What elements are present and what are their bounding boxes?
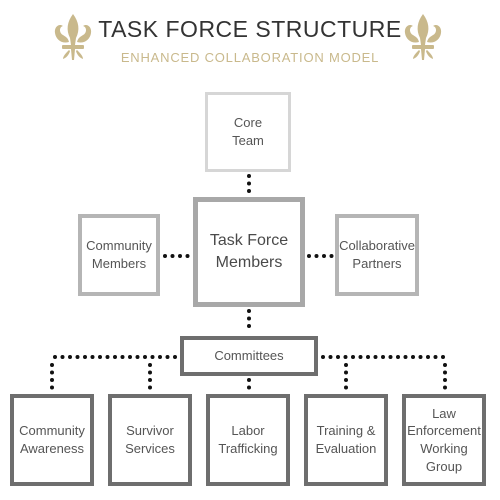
node-survivor-services: Survivor Services	[108, 394, 192, 486]
node-label-line: Members	[91, 256, 147, 271]
node-community-members: Community Members	[78, 214, 160, 296]
node-label-line: Enforcement	[407, 423, 481, 439]
node-label-line: Services	[125, 441, 175, 456]
fleur-de-lis-icon	[54, 14, 92, 60]
node-label-line: Task Force	[209, 232, 289, 250]
node-label-line: Core	[233, 115, 263, 131]
node-community-awareness: Community Awareness	[10, 394, 94, 486]
node-law-enforcement-working-group: Law Enforcement Working Group	[402, 394, 486, 486]
node-collaborative-partners: Collaborative Partners	[335, 214, 419, 296]
node-label-line: Community	[86, 238, 152, 254]
node-task-force-members: Task Force Members	[193, 197, 305, 307]
node-core-team: Core Team	[205, 92, 291, 172]
node-label-line: Survivor	[126, 423, 174, 439]
fleur-de-lis-icon	[404, 14, 442, 60]
node-label-line: Working	[420, 441, 468, 456]
node-label-line: Collaborative	[339, 238, 415, 254]
node-label-line: Law	[432, 405, 456, 421]
node-labor-trafficking: Labor Trafficking	[206, 394, 290, 486]
node-label-line: Team	[232, 133, 264, 148]
node-label-line: Members	[215, 254, 283, 271]
node-label-line: Community	[19, 423, 85, 439]
page-title: TASK FORCE STRUCTURE	[98, 16, 402, 42]
node-label-line: Trafficking	[218, 441, 278, 456]
node-label-line: Partners	[352, 256, 402, 271]
page-subtitle: ENHANCED COLLABORATION MODEL	[120, 50, 380, 65]
node-label-line: Committees	[214, 348, 284, 364]
node-label-line: Group	[425, 458, 463, 474]
node-committees: Committees	[180, 336, 318, 376]
node-training-evaluation: Training & Evaluation	[304, 394, 388, 486]
node-label-line: Evaluation	[315, 441, 377, 456]
node-label-line: Awareness	[19, 441, 85, 456]
node-label-line: Training &	[316, 423, 376, 439]
node-label-line: Labor	[231, 423, 265, 439]
